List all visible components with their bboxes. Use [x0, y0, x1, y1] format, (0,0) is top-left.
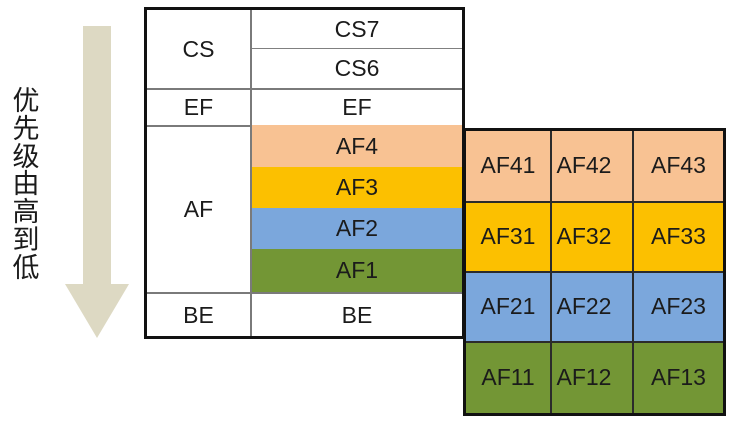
vlabel-char-4: 由	[12, 169, 40, 200]
cell-af31: AF31	[480, 223, 536, 250]
cell-af11: AF11	[481, 364, 535, 391]
level-cell-af4: AF4	[252, 125, 462, 167]
class-cell-cs: CS	[182, 35, 215, 62]
divider-cs-ef	[147, 88, 462, 90]
vlabel-char-7: 低	[12, 252, 40, 283]
cell-af32: AF32	[556, 223, 612, 250]
level-cell-cs7: CS7	[334, 15, 380, 42]
divider-class-level-column	[250, 10, 252, 336]
cell-af13: AF13	[651, 364, 706, 391]
af4-row-band	[466, 131, 723, 202]
vlabel-char-6: 到	[12, 224, 40, 255]
divider-af3-af2	[466, 271, 723, 273]
level-cell-af2: AF2	[252, 208, 462, 249]
priority-direction-label: 优 先 级 由 高 到 低	[6, 86, 46, 338]
level-cell-ef: EF	[342, 94, 372, 121]
vlabel-char-3: 级	[12, 141, 40, 172]
divider-af4-af3	[466, 201, 723, 203]
level-cell-cs6: CS6	[334, 55, 380, 82]
divider-af-be	[147, 292, 462, 294]
class-cell-af: AF	[183, 196, 214, 223]
level-cell-af1: AF1	[252, 249, 462, 292]
level-cell-af3: AF3	[252, 167, 462, 208]
class-cell-be: BE	[183, 301, 214, 328]
divider-col2-col3	[632, 131, 634, 413]
cell-af41: AF41	[480, 152, 536, 179]
class-cell-ef: EF	[183, 94, 214, 121]
af-drop-precedence-table: AF41 AF42 AF43 AF31 AF32 AF33 AF21 AF22 …	[463, 128, 726, 416]
cell-af33: AF33	[651, 223, 706, 250]
cell-af43: AF43	[651, 152, 706, 179]
cell-af42: AF42	[556, 152, 612, 179]
divider-af2-af1	[466, 341, 723, 343]
vlabel-char-1: 优	[12, 86, 40, 116]
cell-af22: AF22	[556, 293, 612, 320]
vlabel-char-5: 高	[12, 197, 40, 228]
cell-af12: AF12	[556, 364, 612, 391]
cell-af21: AF21	[480, 293, 536, 320]
divider-cs7-cs6	[250, 48, 462, 49]
af3-row-band	[466, 202, 723, 272]
divider-col1-col2	[550, 131, 552, 413]
af1-row-band	[466, 342, 723, 413]
dscp-priority-class-table: AF4 AF3 AF2 AF1 CS7 CS6 EF BE CS EF AF B…	[144, 7, 465, 339]
down-arrow-icon	[64, 26, 130, 339]
cell-af23: AF23	[651, 293, 706, 320]
vlabel-char-2: 先	[12, 113, 40, 144]
level-cell-be: BE	[341, 301, 373, 328]
af2-row-band	[466, 272, 723, 342]
